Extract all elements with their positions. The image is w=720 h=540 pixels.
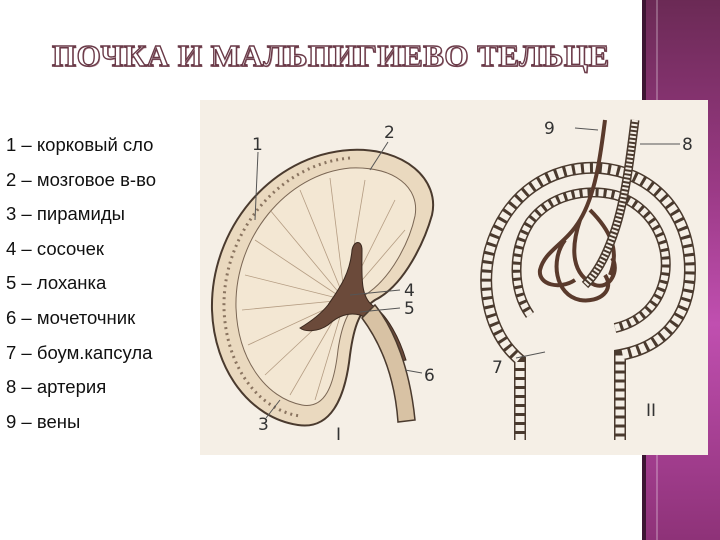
glomerulus xyxy=(537,119,617,303)
capsule-inner-cells xyxy=(513,189,670,332)
label-papilla: 4 xyxy=(404,281,415,301)
label-veins: 9 xyxy=(544,119,555,139)
legend-item: 3 – пирамиды xyxy=(6,203,125,225)
legend-item: 1 – корковый сло xyxy=(6,134,154,155)
legend-item: 8 – артерия xyxy=(6,376,107,398)
legend-list: 1 – корковый сло 2 – мозговое в-во 3 – п… xyxy=(6,133,202,443)
slide-title: ПОЧКА И МАЛЬПИГИЕВО ТЕЛЬЦЕ xyxy=(51,37,610,73)
label-part-two: II xyxy=(646,401,656,421)
label-artery: 8 xyxy=(682,135,693,155)
ureter xyxy=(361,303,416,423)
malpighian-corpuscle xyxy=(480,119,697,440)
label-ureter: 6 xyxy=(424,366,435,386)
label-medulla: 2 xyxy=(384,123,395,143)
label-cortex: 1 xyxy=(252,135,263,155)
label-part-one: I xyxy=(336,425,341,445)
kidney-section xyxy=(210,148,435,427)
label-capsule: 7 xyxy=(492,358,503,378)
legend-item: 9 – вены xyxy=(6,410,81,432)
cortex-dots xyxy=(222,156,351,418)
legend-item: 5 – лоханка xyxy=(6,272,107,294)
label-pyramids: 3 xyxy=(258,415,269,435)
anatomy-illustration: 1 2 3 4 5 6 7 8 9 I II xyxy=(200,100,708,455)
leader-lines xyxy=(254,127,680,419)
label-pelvis: 5 xyxy=(404,299,415,319)
legend-item: 6 – мочеточник xyxy=(6,306,136,328)
afferent-artery xyxy=(581,119,640,289)
legend-item: 7 – боум.капсула xyxy=(6,341,153,363)
capsule-cells xyxy=(481,163,695,440)
renal-pelvis xyxy=(299,242,407,363)
legend-item: 2 – мозговое в-во xyxy=(6,168,157,190)
anatomy-figure: 1 2 3 4 5 6 7 8 9 I II xyxy=(200,100,708,455)
legend-item: 4 – сосочек xyxy=(6,237,104,259)
kidney-medulla xyxy=(235,167,417,406)
